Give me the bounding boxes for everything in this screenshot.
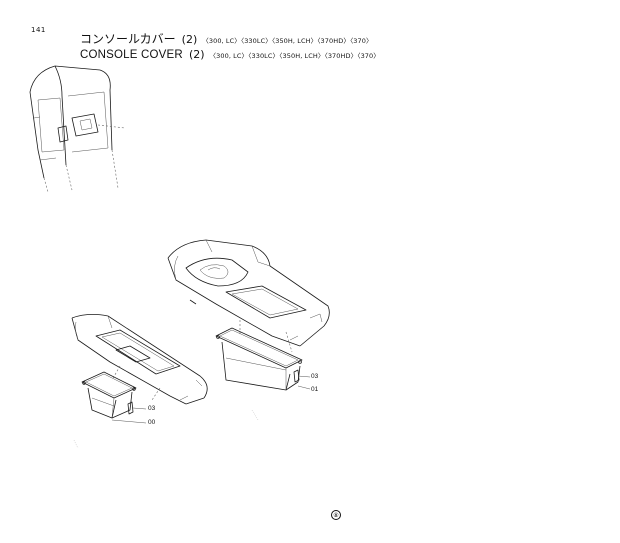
cab-overview	[29, 65, 126, 193]
title-line-japanese: コンソールカバー (2) 〈300, LC〉〈330LC〉〈350H, LCH〉…	[80, 33, 380, 48]
models-english: 〈300, LC〉〈330LC〉〈350H, LCH〉〈370HD〉〈370〉	[209, 52, 380, 60]
title-english: CONSOLE COVER	[80, 49, 183, 61]
right-console-assembly	[167, 239, 330, 353]
page-number: 141	[31, 26, 46, 34]
left-console-assembly	[71, 314, 208, 405]
callout-right-bolt: 03	[311, 373, 319, 380]
right-cover-box	[215, 327, 311, 391]
quantity-japanese: (2)	[181, 33, 198, 46]
title-line-english: CONSOLE COVER (2) 〈300, LC〉〈330LC〉〈350H,…	[80, 48, 380, 63]
figure-mark: ⑧	[331, 510, 341, 520]
callout-right-cover: 01	[311, 386, 319, 393]
callout-left-bolt: 03	[148, 405, 156, 412]
left-cover-box	[81, 371, 147, 424]
callout-left-cover: 00	[148, 419, 156, 426]
title-block: コンソールカバー (2) 〈300, LC〉〈330LC〉〈350H, LCH〉…	[80, 33, 380, 63]
quantity-english: (2)	[188, 48, 205, 61]
models-japanese: 〈300, LC〉〈330LC〉〈350H, LCH〉〈370HD〉〈370〉	[202, 37, 373, 45]
title-japanese: コンソールカバー	[80, 32, 176, 46]
